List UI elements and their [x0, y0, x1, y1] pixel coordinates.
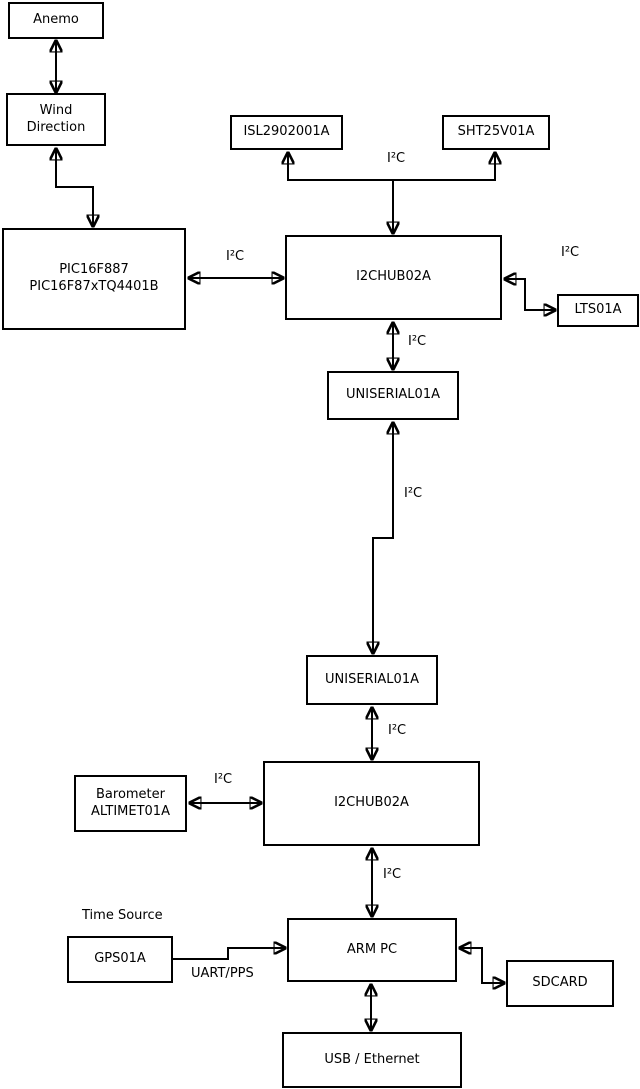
node-lts01a-label: LTS01A: [574, 302, 622, 318]
node-lts01a: LTS01A: [557, 294, 639, 327]
node-uniserial01a-2: UNISERIAL01A: [306, 655, 438, 705]
node-barometer-altimet01a-label: Barometer ALTIMET01A: [91, 786, 170, 819]
edge-label-uart-pps: UART/PPS: [191, 966, 254, 981]
node-i2chub02a-1: I2CHUB02A: [285, 235, 502, 320]
edge-label-i2c-uniserial2-hub2: I²C: [388, 723, 407, 738]
node-uniserial01a-2-label: UNISERIAL01A: [325, 671, 419, 687]
node-isl2902001a-label: ISL2902001A: [243, 124, 330, 140]
node-wind-direction-label: Wind Direction: [26, 102, 86, 135]
node-arm-pc: ARM PC: [287, 918, 457, 982]
node-isl2902001a: ISL2902001A: [230, 115, 343, 150]
node-sht25v01a-label: SHT25V01A: [457, 124, 535, 140]
node-arm-pc-label: ARM PC: [346, 941, 398, 957]
node-sht25v01a: SHT25V01A: [442, 115, 550, 150]
node-uniserial01a-1: UNISERIAL01A: [327, 371, 459, 420]
edge-wind-pic: [56, 149, 93, 226]
edge-label-time-source: Time Source: [82, 908, 163, 923]
node-pic16f887-label: PIC16F887 PIC16F87xTQ4401B: [29, 262, 159, 294]
edge-uniserial1-uniserial2: [373, 423, 393, 653]
node-wind-direction: Wind Direction: [6, 93, 106, 146]
node-i2chub02a-2-label: I2CHUB02A: [334, 795, 409, 811]
edge-gps-armpc: [173, 948, 285, 960]
node-pic16f887: PIC16F887 PIC16F87xTQ4401B: [2, 228, 186, 330]
edge-hub1-sensors-split: [288, 153, 495, 181]
edge-label-i2c-pic-hub1: I²C: [226, 249, 245, 264]
edge-armpc-sdcard: [460, 948, 504, 983]
node-usb-ethernet: USB / Ethernet: [282, 1032, 462, 1088]
node-gps01a: GPS01A: [67, 936, 173, 983]
edge-label-i2c-hub1-lts: I²C: [561, 245, 580, 260]
edge-label-i2c-uniserial1-uniserial2: I²C: [404, 486, 423, 501]
node-gps01a-label: GPS01A: [94, 951, 146, 967]
edge-label-i2c-barometer-hub2: I²C: [214, 772, 233, 787]
node-i2chub02a-2: I2CHUB02A: [263, 761, 480, 846]
edge-hub1-lts: [505, 279, 555, 310]
edge-label-i2c-hub2-armpc: I²C: [383, 867, 402, 882]
node-sdcard-label: SDCARD: [532, 975, 588, 991]
node-anemo: Anemo: [8, 2, 104, 39]
node-anemo-label: Anemo: [33, 12, 79, 28]
node-barometer-altimet01a: Barometer ALTIMET01A: [74, 775, 187, 832]
edge-label-i2c-top-split: I²C: [387, 151, 406, 166]
node-sdcard: SDCARD: [506, 960, 614, 1007]
node-uniserial01a-1-label: UNISERIAL01A: [346, 387, 440, 403]
node-i2chub02a-1-label: I2CHUB02A: [356, 269, 431, 285]
edge-label-i2c-hub1-uniserial1: I²C: [408, 334, 427, 349]
node-usb-ethernet-label: USB / Ethernet: [324, 1051, 420, 1067]
